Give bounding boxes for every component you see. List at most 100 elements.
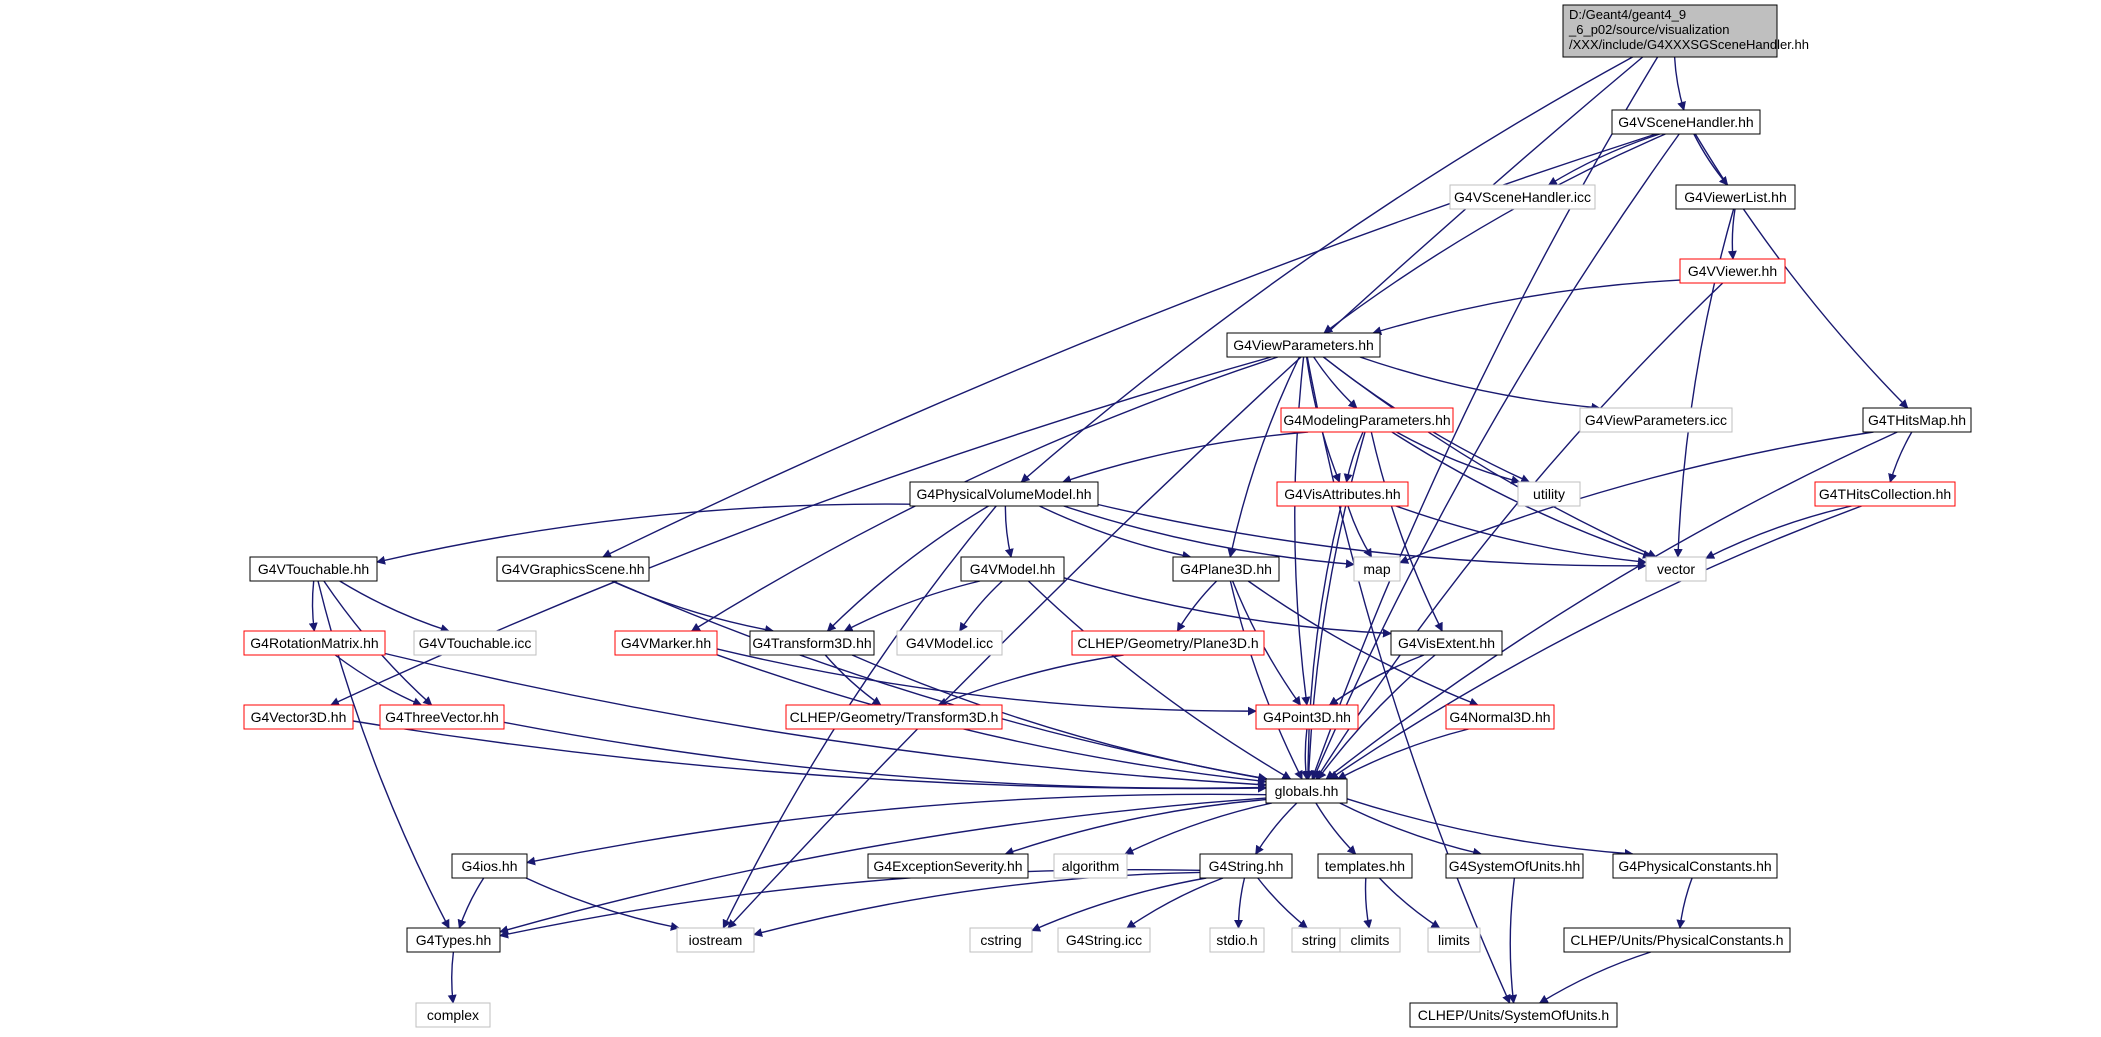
node-vector[interactable]: vector: [1645, 556, 1707, 582]
node-label: CLHEP/Geometry/Transform3D.h: [790, 709, 999, 725]
edge-viewparameters-to-point3d: [1294, 356, 1311, 706]
node-stdio[interactable]: stdio.h: [1209, 927, 1265, 953]
node-label: stdio.h: [1216, 932, 1257, 948]
edge-physicalvolumemodel-to-vmodel: [1004, 505, 1014, 558]
node-label: G4Transform3D.hh: [752, 635, 871, 651]
edge-vtouchable-to-vtouchable_icc: [339, 580, 450, 633]
node-viewparameters[interactable]: G4ViewParameters.hh: [1226, 332, 1381, 358]
node-box: [1255, 704, 1359, 730]
node-rotationmatrix[interactable]: G4RotationMatrix.hh: [243, 630, 386, 656]
node-label: algorithm: [1062, 858, 1120, 874]
node-viewerlist[interactable]: G4ViewerList.hh: [1675, 184, 1796, 210]
node-plane3d[interactable]: G4Plane3D.hh: [1172, 556, 1280, 582]
node-systemofunits[interactable]: G4SystemOfUnits.hh: [1445, 853, 1584, 879]
node-box: [1209, 927, 1265, 953]
edge-rotationmatrix-to-threevector: [334, 654, 423, 706]
node-box: [249, 556, 378, 582]
edge-modelingparameters-to-globals: [1304, 431, 1366, 780]
edge-vscenehandler-to-thitsmap: [1694, 133, 1909, 409]
node-transform3d[interactable]: G4Transform3D.hh: [749, 630, 875, 656]
edge-g4types-to-complex: [447, 951, 457, 1004]
node-vtouchable_icc[interactable]: G4VTouchable.icc: [413, 630, 537, 656]
node-thitsmap[interactable]: G4THitsMap.hh: [1862, 407, 1972, 433]
node-physicalvolumemodel[interactable]: G4PhysicalVolumeModel.hh: [909, 481, 1099, 507]
node-root[interactable]: D:/Geant4/geant4_9_6_p02/source/visualiz…: [1562, 4, 1809, 58]
node-vector3d[interactable]: G4Vector3D.hh: [243, 704, 354, 730]
node-box: [1645, 556, 1707, 582]
node-box: [676, 927, 755, 953]
edge-globals-to-exceptionseverity: [1004, 798, 1267, 856]
node-complex[interactable]: complex: [415, 1002, 491, 1028]
node-iostream[interactable]: iostream: [676, 927, 755, 953]
node-label: G4String.icc: [1066, 932, 1142, 948]
node-label: G4VisExtent.hh: [1398, 635, 1495, 651]
edge-transform3d-to-clhep_transform3d: [824, 654, 882, 706]
node-limits[interactable]: limits: [1427, 927, 1481, 953]
edge-globals-to-g4types: [499, 797, 1267, 935]
edge-vscenehandler-to-viewparameters: [1323, 133, 1666, 334]
node-normal3d[interactable]: G4Normal3D.hh: [1445, 704, 1555, 730]
edge-g4string-to-cstring: [1031, 877, 1207, 932]
node-thitscollection[interactable]: G4THitsCollection.hh: [1814, 481, 1956, 507]
node-label: CLHEP/Geometry/Plane3D.h: [1077, 635, 1258, 651]
node-box: [1071, 630, 1265, 656]
edge-vtouchable-to-g4types: [317, 580, 450, 929]
edge-vscenehandler-to-vscenehandler_icc: [1547, 133, 1661, 186]
node-vscenehandler_icc[interactable]: G4VSceneHandler.icc: [1449, 184, 1596, 210]
node-vscenehandler[interactable]: G4VSceneHandler.hh: [1611, 109, 1761, 135]
node-vmodel[interactable]: G4VModel.hh: [960, 556, 1065, 582]
node-vmarker[interactable]: G4VMarker.hh: [614, 630, 718, 656]
node-box: [1353, 556, 1401, 582]
node-label: G4Normal3D.hh: [1449, 709, 1550, 725]
node-map[interactable]: map: [1353, 556, 1401, 582]
node-vgraphicsscene[interactable]: G4VGraphicsScene.hh: [496, 556, 650, 582]
node-box: [1226, 332, 1381, 358]
node-box: [896, 630, 1003, 656]
node-modelingparameters[interactable]: G4ModelingParameters.hh: [1280, 407, 1454, 433]
node-visattributes[interactable]: G4VisAttributes.hh: [1276, 481, 1409, 507]
node-g4string_icc[interactable]: G4String.icc: [1057, 927, 1151, 953]
node-viewparameters_icc[interactable]: G4ViewParameters.icc: [1579, 407, 1733, 433]
node-globals[interactable]: globals.hh: [1265, 778, 1348, 804]
edge-vmarker-to-point3d: [716, 648, 1257, 716]
node-label: CLHEP/Units/PhysicalConstants.h: [1570, 932, 1783, 948]
node-utility[interactable]: utility: [1517, 481, 1581, 507]
node-templates[interactable]: templates.hh: [1317, 853, 1413, 879]
node-box: [1563, 927, 1791, 953]
node-clhep_plane3d[interactable]: CLHEP/Geometry/Plane3D.h: [1071, 630, 1265, 656]
node-box: [909, 481, 1099, 507]
node-point3d[interactable]: G4Point3D.hh: [1255, 704, 1359, 730]
edge-modelingparameters-to-visattributes: [1343, 431, 1364, 483]
node-label: G4VGraphicsScene.hh: [501, 561, 644, 577]
node-box: [1862, 407, 1972, 433]
node-physicalconstants[interactable]: G4PhysicalConstants.hh: [1612, 853, 1778, 879]
node-box: [785, 704, 1003, 730]
node-g4ios[interactable]: G4ios.hh: [451, 853, 528, 879]
node-visextent[interactable]: G4VisExtent.hh: [1390, 630, 1503, 656]
node-cstring[interactable]: cstring: [969, 927, 1033, 953]
root-label-line: /XXX/include/G4XXXSGSceneHandler.hh: [1569, 37, 1809, 52]
node-exceptionseverity[interactable]: G4ExceptionSeverity.hh: [867, 853, 1029, 879]
edge-modelingparameters-to-physicalvolumemodel: [1062, 431, 1309, 484]
node-label: cstring: [980, 932, 1021, 948]
node-clhep_physicalconstants[interactable]: CLHEP/Units/PhysicalConstants.h: [1563, 927, 1791, 953]
node-label: G4VModel.icc: [906, 635, 993, 651]
node-g4types[interactable]: G4Types.hh: [406, 927, 501, 953]
edge-clhep_plane3d-to-clhep_transform3d: [937, 654, 1124, 707]
edge-globals-to-systemofunits: [1339, 802, 1483, 857]
node-threevector[interactable]: G4ThreeVector.hh: [379, 704, 505, 730]
node-box: [1611, 109, 1761, 135]
node-box: [1409, 1002, 1618, 1028]
node-g4string[interactable]: G4String.hh: [1199, 853, 1293, 879]
node-vmodel_icc[interactable]: G4VModel.icc: [896, 630, 1003, 656]
edge-visattributes-to-vector: [1395, 505, 1647, 566]
node-label: G4VTouchable.hh: [258, 561, 369, 577]
node-string[interactable]: string: [1291, 927, 1347, 953]
node-climits[interactable]: climits: [1339, 927, 1401, 953]
node-vviewer[interactable]: G4VViewer.hh: [1679, 258, 1786, 284]
node-clhep_systemofunits[interactable]: CLHEP/Units/SystemOfUnits.h: [1409, 1002, 1618, 1028]
node-algorithm[interactable]: algorithm: [1053, 853, 1128, 879]
node-vtouchable[interactable]: G4VTouchable.hh: [249, 556, 378, 582]
node-label: vector: [1657, 561, 1695, 577]
node-clhep_transform3d[interactable]: CLHEP/Geometry/Transform3D.h: [785, 704, 1003, 730]
